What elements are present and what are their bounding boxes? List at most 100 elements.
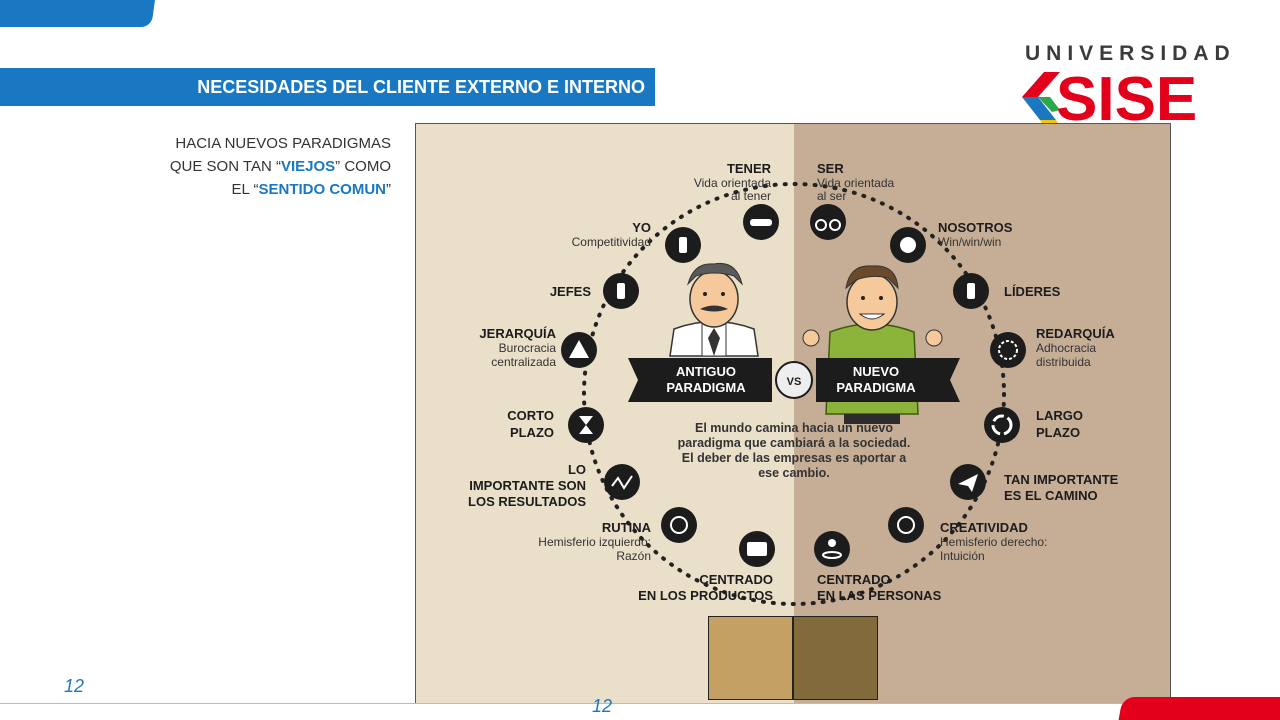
page-number-center: 12 (592, 696, 613, 716)
color-swatch-tan (708, 616, 793, 700)
chart-icon (611, 475, 633, 490)
vs-label: VS (787, 376, 802, 388)
left-item-jerarquia: JERARQUÍA Burocracia centralizada (479, 326, 597, 369)
car-icon (750, 219, 772, 226)
subtitle: HACIA NUEVOS PARADIGMAS QUE SON TAN “VIE… (110, 132, 391, 201)
brain-icon (670, 516, 688, 534)
center-text-2: paradigma que cambiará a la sociedad. (678, 436, 911, 450)
logo-name: SISE (1056, 68, 1197, 126)
creative-brain-icon (897, 516, 915, 534)
svg-text:IMPORTANTE SON: IMPORTANTE SON (469, 478, 586, 493)
logo-chevron-red (1022, 72, 1060, 97)
svg-text:CORTO: CORTO (507, 408, 554, 423)
svg-text:NOSOTROS: NOSOTROS (938, 220, 1013, 235)
left-item-tener: TENER Vida orientada al tener (694, 161, 779, 240)
dotted-ring (582, 182, 1006, 606)
center-text: El mundo camina hacia un nuevo paradigma… (678, 421, 911, 480)
svg-text:al ser: al ser (817, 189, 846, 203)
highlight-sentido-comun: SENTIDO COMUN (258, 181, 387, 198)
logo-chevron-blue (1022, 97, 1056, 120)
svg-text:TAN IMPORTANTE: TAN IMPORTANTE (1004, 472, 1119, 487)
left-item-rutina: RUTINA Hemisferio izquierdo: Razón (538, 507, 697, 563)
right-item-redarquia: REDARQUÍA Adhocracia distribuida (990, 326, 1115, 369)
left-item-productos: CENTRADO EN LOS PRODUCTOS (638, 531, 775, 603)
footer-line (0, 703, 1170, 704)
svg-text:LO: LO (568, 462, 586, 477)
svg-text:CREATIVIDAD: CREATIVIDAD (940, 520, 1028, 535)
subtitle-line-2: QUE SON TAN “VIEJOS” COMO (169, 158, 391, 175)
person-icon (679, 237, 687, 253)
left-item-resultados: LO IMPORTANTE SON LOS RESULTADOS (468, 462, 640, 509)
svg-text:PLAZO: PLAZO (510, 425, 554, 440)
svg-text:centralizada: centralizada (491, 355, 556, 369)
old-label-1: ANTIGUO (676, 364, 736, 379)
center-text-3: El deber de las empresas es aportar a (682, 451, 907, 465)
color-swatch-brown (793, 616, 878, 700)
svg-text:Intuición: Intuición (940, 549, 985, 563)
svg-text:LÍDERES: LÍDERES (1004, 284, 1061, 299)
left-item-yo: YO Competitividad (572, 220, 701, 263)
logo-chevron-green (1038, 97, 1060, 112)
svg-text:LOS RESULTADOS: LOS RESULTADOS (468, 494, 586, 509)
left-item-jefes: JEFES (550, 273, 639, 309)
hierarchy-icon (569, 340, 589, 358)
location-person-icon (828, 539, 836, 547)
right-item-creatividad: CREATIVIDAD Hemisferio derecho: Intuició… (888, 507, 1047, 563)
svg-text:Hemisferio izquierdo:: Hemisferio izquierdo: (538, 535, 651, 549)
network-icon (998, 340, 1018, 360)
old-label-2: PARADIGMA (666, 380, 746, 395)
svg-text:Win/win/win: Win/win/win (938, 235, 1001, 249)
center-banner: ANTIGUO PARADIGMA NUEVO PARADIGMA VS (628, 358, 960, 402)
group-icon (900, 237, 916, 253)
svg-text:EN LOS PRODUCTOS: EN LOS PRODUCTOS (638, 588, 773, 603)
vs-badge (775, 361, 813, 399)
new-label-1: NUEVO (853, 364, 899, 379)
svg-text:YO: YO (632, 220, 651, 235)
svg-text:RUTINA: RUTINA (602, 520, 652, 535)
svg-text:SER: SER (817, 161, 844, 176)
leader-icon (967, 283, 975, 299)
tv-icon (747, 542, 767, 556)
university-logo: UNIVERSIDAD SISE (1020, 42, 1230, 127)
center-text-4: ese cambio. (758, 466, 830, 480)
cycle-icon (991, 414, 1013, 436)
bicycle-icon (815, 219, 827, 231)
right-item-personas: CENTRADO EN LAS PERSONAS (814, 531, 942, 603)
svg-text:JEFES: JEFES (550, 284, 592, 299)
svg-text:TENER: TENER (727, 161, 772, 176)
svg-text:Burocracia: Burocracia (499, 341, 557, 355)
right-item-ser: SER Vida orientada al ser (810, 161, 895, 240)
svg-text:al tener: al tener (731, 189, 771, 203)
old-paradigm-character (669, 262, 759, 357)
title-bar: NECESIDADES DEL CLIENTE EXTERNO E INTERN… (0, 68, 655, 106)
page-number: 12 (64, 676, 85, 696)
bottom-accent-tab (1117, 697, 1280, 720)
svg-text:distribuida: distribuida (1036, 355, 1091, 369)
subtitle-line-1: HACIA NUEVOS PARADIGMAS (175, 135, 391, 152)
svg-text:Vida orientada: Vida orientada (817, 176, 895, 190)
paradigm-infographic: ANTIGUO PARADIGMA NUEVO PARADIGMA VS El … (415, 123, 1171, 704)
page-title: NECESIDADES DEL CLIENTE EXTERNO E INTERN… (197, 77, 645, 97)
paper-plane-icon (958, 474, 978, 492)
svg-text:LARGO: LARGO (1036, 408, 1083, 423)
svg-text:EN LAS PERSONAS: EN LAS PERSONAS (817, 588, 942, 603)
svg-text:CENTRADO: CENTRADO (699, 572, 773, 587)
new-label-2: PARADIGMA (836, 380, 916, 395)
center-text-1: El mundo camina hacia un nuevo (695, 421, 893, 435)
right-item-nosotros: NOSOTROS Win/win/win (890, 220, 1013, 263)
svg-text:Adhocracia: Adhocracia (1036, 341, 1096, 355)
hourglass-icon (579, 416, 593, 434)
boss-icon (617, 283, 625, 299)
svg-text:CENTRADO: CENTRADO (817, 572, 891, 587)
right-item-largo-plazo: LARGO PLAZO (984, 407, 1083, 443)
svg-text:Hemisferio derecho:: Hemisferio derecho: (940, 535, 1047, 549)
subtitle-line-3: EL “SENTIDO COMUN” (231, 181, 391, 198)
logo-mark: SISE (1022, 68, 1197, 126)
svg-text:Vida orientada: Vida orientada (694, 176, 772, 190)
right-item-lideres: LÍDERES (953, 273, 1061, 309)
left-background (416, 124, 794, 703)
logo-word: UNIVERSIDAD (1025, 42, 1236, 65)
left-item-corto-plazo: CORTO PLAZO (507, 407, 604, 443)
svg-text:ES EL CAMINO: ES EL CAMINO (1004, 488, 1098, 503)
highlight-viejos: VIEJOS (280, 158, 336, 175)
